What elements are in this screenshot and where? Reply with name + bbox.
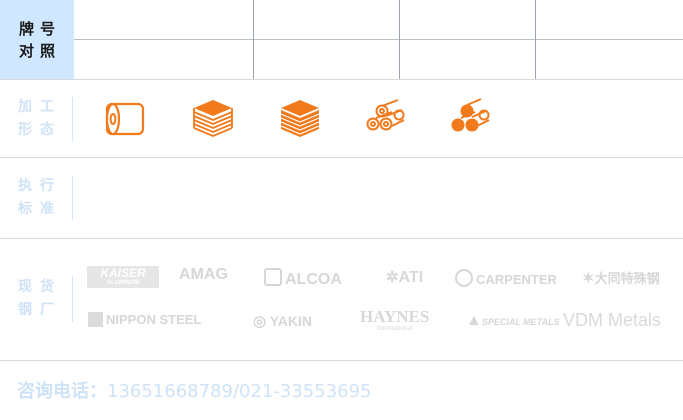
standard-row: 执行 标准 xyxy=(0,158,683,239)
daido-steel-logo: ✶大同特殊钢 xyxy=(582,270,660,287)
grade-table-column-divider xyxy=(535,0,536,79)
amag-logo: AMAG xyxy=(179,266,228,283)
grade-label-top: 牌号 xyxy=(18,19,61,38)
grade-comparison-label: 牌号 对照 xyxy=(0,0,74,79)
yakin-logo: ◎ YAKIN xyxy=(253,313,313,330)
standard-label: 执行 标准 xyxy=(0,176,73,220)
ati-logo: ✲ATI xyxy=(386,269,424,286)
alcoa-logo: ALCOA xyxy=(264,268,342,289)
grade-label-bottom: 对照 xyxy=(18,41,61,60)
sheet-stack-filled-icon xyxy=(280,100,320,137)
bar-bundle-outline-icon xyxy=(366,99,405,131)
contact-number[interactable]: 13651668789/021-33553695 xyxy=(107,381,372,402)
contact-phone: 咨询电话：13651668789/021-33553695 xyxy=(17,377,372,403)
grade-comparison-table: 牌号 对照 xyxy=(0,0,683,80)
processing-label-top: 加工 xyxy=(18,99,62,115)
processing-form-row: 加工 形态 xyxy=(0,80,683,158)
carpenter-logo: CARPENTER xyxy=(455,269,557,287)
vdm-metals-logo: VDM Metals xyxy=(563,310,662,330)
mills-label-bottom: 钢厂 xyxy=(18,302,62,318)
mills-label: 现货 钢厂 xyxy=(0,276,73,322)
mills-label-top: 现货 xyxy=(18,279,62,295)
haynes-logo: HAYNES International xyxy=(360,307,430,332)
kaiser-logo: KAISER ALUMINUM xyxy=(87,266,159,288)
sheet-stack-outline-icon xyxy=(193,100,233,137)
contact-label: 咨询电话： xyxy=(17,381,107,402)
grade-table-divider xyxy=(74,39,683,40)
standard-label-bottom: 标准 xyxy=(18,201,62,217)
processing-label-bottom: 形态 xyxy=(18,122,62,138)
mills-row: 现货 钢厂 xyxy=(0,239,683,361)
standard-label-top: 执行 xyxy=(18,178,62,194)
special-metals-logo: ▲SPECIAL METALS xyxy=(466,312,560,329)
bar-bundle-filled-icon xyxy=(451,98,490,132)
grade-table-column-divider xyxy=(399,0,400,79)
processing-form-label: 加工 形态 xyxy=(0,97,73,141)
grade-table-column-divider xyxy=(253,0,254,79)
nippon-steel-logo: NIPPON STEEL xyxy=(88,312,201,327)
roll-icon xyxy=(105,102,145,136)
